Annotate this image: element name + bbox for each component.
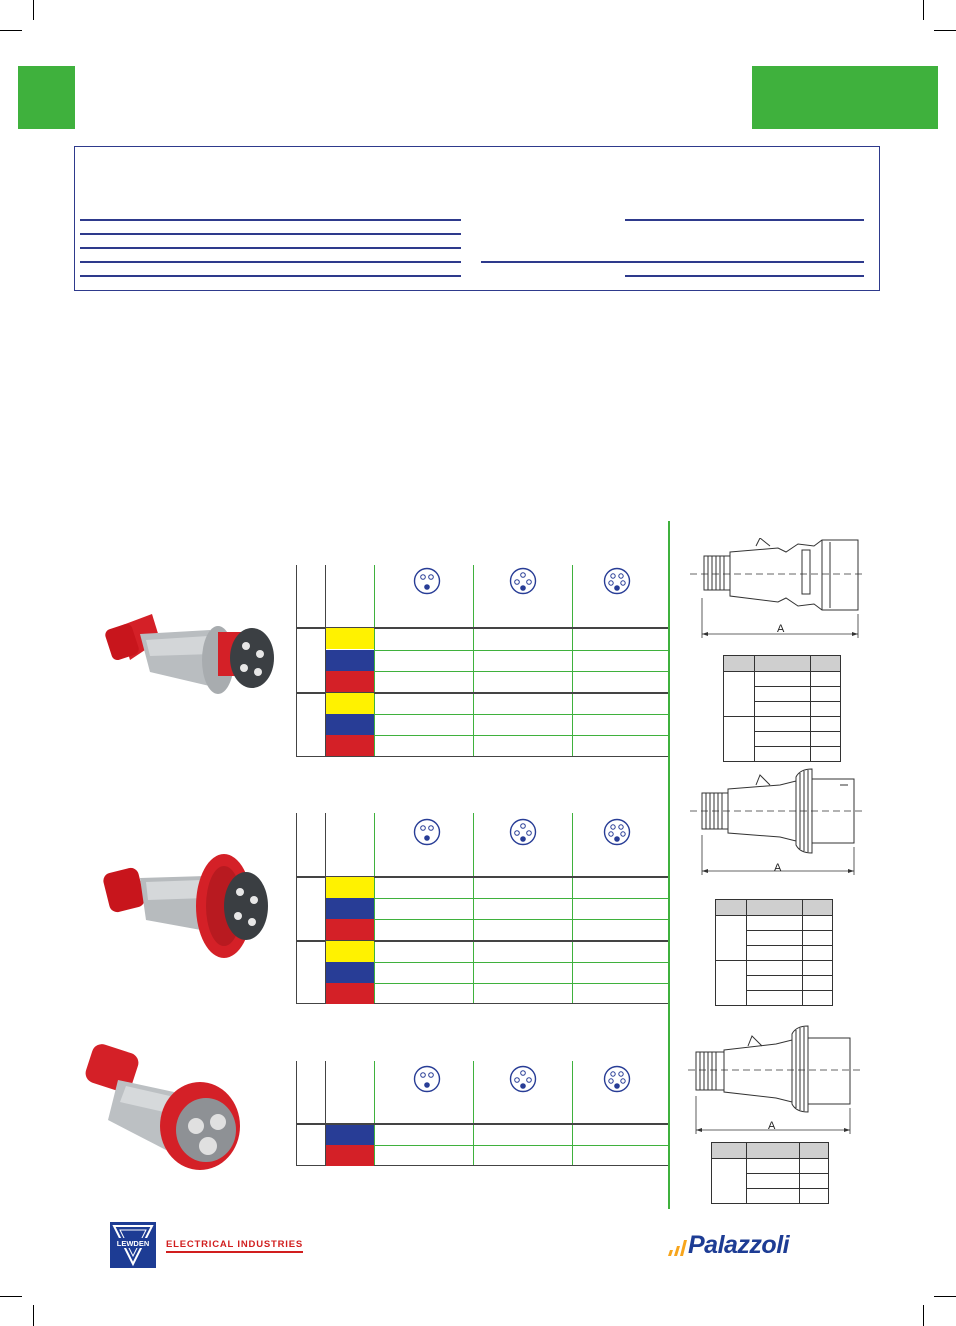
voltage-swatch-red xyxy=(326,983,374,1004)
table-vline xyxy=(296,813,297,1003)
table-row xyxy=(296,876,668,878)
table-vline xyxy=(325,565,326,757)
voltage-swatch-yellow xyxy=(326,628,374,649)
dimension-table-1 xyxy=(723,655,841,762)
voltage-swatch-red xyxy=(326,735,374,756)
socket-3p-icon xyxy=(509,1065,537,1093)
crop-mark xyxy=(934,30,956,31)
crop-mark xyxy=(0,1296,22,1297)
table-row xyxy=(375,735,668,736)
palazzoli-logo: Palazzoli xyxy=(688,1231,790,1259)
voltage-swatch-yellow xyxy=(326,693,374,714)
voltage-swatch-blue xyxy=(326,650,374,671)
socket-3p-icon xyxy=(509,818,537,846)
voltage-swatch-blue xyxy=(326,1125,374,1146)
header-tab-left xyxy=(18,66,75,129)
dimension-table-3 xyxy=(711,1142,829,1204)
table-vline xyxy=(296,1061,297,1165)
voltage-swatch-red xyxy=(326,919,374,940)
table-row xyxy=(375,1145,668,1146)
voltage-swatch-yellow xyxy=(326,877,374,898)
table-vline xyxy=(374,565,375,757)
dimension-drawing-2 xyxy=(690,768,862,875)
info-rule xyxy=(80,219,461,221)
voltage-swatch-blue xyxy=(326,962,374,983)
table-vline xyxy=(572,565,573,757)
table-vline xyxy=(296,565,297,757)
plug-photo-3 xyxy=(85,1044,240,1170)
voltage-swatch-yellow xyxy=(326,941,374,962)
voltage-swatch-red xyxy=(326,671,374,692)
socket-4p-icon xyxy=(603,818,631,846)
table-row xyxy=(375,962,668,963)
table-row xyxy=(296,1123,668,1125)
table-row xyxy=(375,898,668,899)
info-rule xyxy=(481,261,864,263)
socket-2p-icon xyxy=(413,818,441,846)
table-row xyxy=(375,671,668,672)
voltage-swatch-red xyxy=(326,1145,374,1166)
dimension-label-a: A xyxy=(777,623,785,635)
dimension-drawing-1 xyxy=(690,538,862,638)
table-row xyxy=(296,1003,668,1004)
socket-4p-icon xyxy=(603,567,631,595)
table-row xyxy=(375,983,668,984)
table-row xyxy=(296,940,668,942)
plug-photo-2 xyxy=(103,854,268,958)
lewden-tagline: ELECTRICAL INDUSTRIES xyxy=(166,1239,303,1250)
table-row xyxy=(375,650,668,651)
crop-mark xyxy=(923,1305,924,1326)
dimension-label-a: A xyxy=(768,1120,776,1132)
info-rule xyxy=(625,219,864,221)
info-rule xyxy=(625,275,864,277)
table-row xyxy=(296,1165,668,1166)
table-vline xyxy=(572,813,573,1003)
crop-mark xyxy=(33,1305,34,1326)
table-vline xyxy=(473,813,474,1003)
info-rule xyxy=(80,247,461,249)
socket-2p-icon xyxy=(413,567,441,595)
header-tab-right xyxy=(752,66,938,129)
lewden-underline xyxy=(166,1251,303,1253)
crop-mark xyxy=(923,0,924,20)
palazzoli-bars-icon xyxy=(668,1240,687,1256)
lewden-logo-icon: LEWDEN xyxy=(110,1222,156,1268)
dimension-drawing-3 xyxy=(688,1025,860,1134)
voltage-swatch-blue xyxy=(326,714,374,735)
table-row xyxy=(296,692,668,694)
table-vline xyxy=(325,813,326,1003)
voltage-swatch-blue xyxy=(326,898,374,919)
table-vline xyxy=(473,565,474,757)
plug-photo-1 xyxy=(105,614,274,694)
dimension-table-2 xyxy=(715,899,833,1006)
table-vline xyxy=(572,1061,573,1165)
table-row xyxy=(296,627,668,629)
table-row xyxy=(375,919,668,920)
info-rule xyxy=(80,275,461,277)
socket-2p-icon xyxy=(413,1065,441,1093)
crop-mark xyxy=(934,1296,956,1297)
info-rule xyxy=(80,261,461,263)
table-row xyxy=(375,714,668,715)
info-box xyxy=(74,146,880,291)
crop-mark xyxy=(0,30,22,31)
table-row xyxy=(296,756,668,757)
table-vline xyxy=(325,1061,326,1165)
socket-3p-icon xyxy=(509,567,537,595)
socket-4p-icon xyxy=(603,1065,631,1093)
dimension-label-a: A xyxy=(774,862,782,874)
info-rule xyxy=(80,233,461,235)
table-vline xyxy=(374,1061,375,1165)
section-divider xyxy=(668,521,670,1209)
table-vline xyxy=(374,813,375,1003)
crop-mark xyxy=(33,0,34,20)
table-vline xyxy=(473,1061,474,1165)
lewden-brand: LEWDEN xyxy=(117,1239,150,1248)
